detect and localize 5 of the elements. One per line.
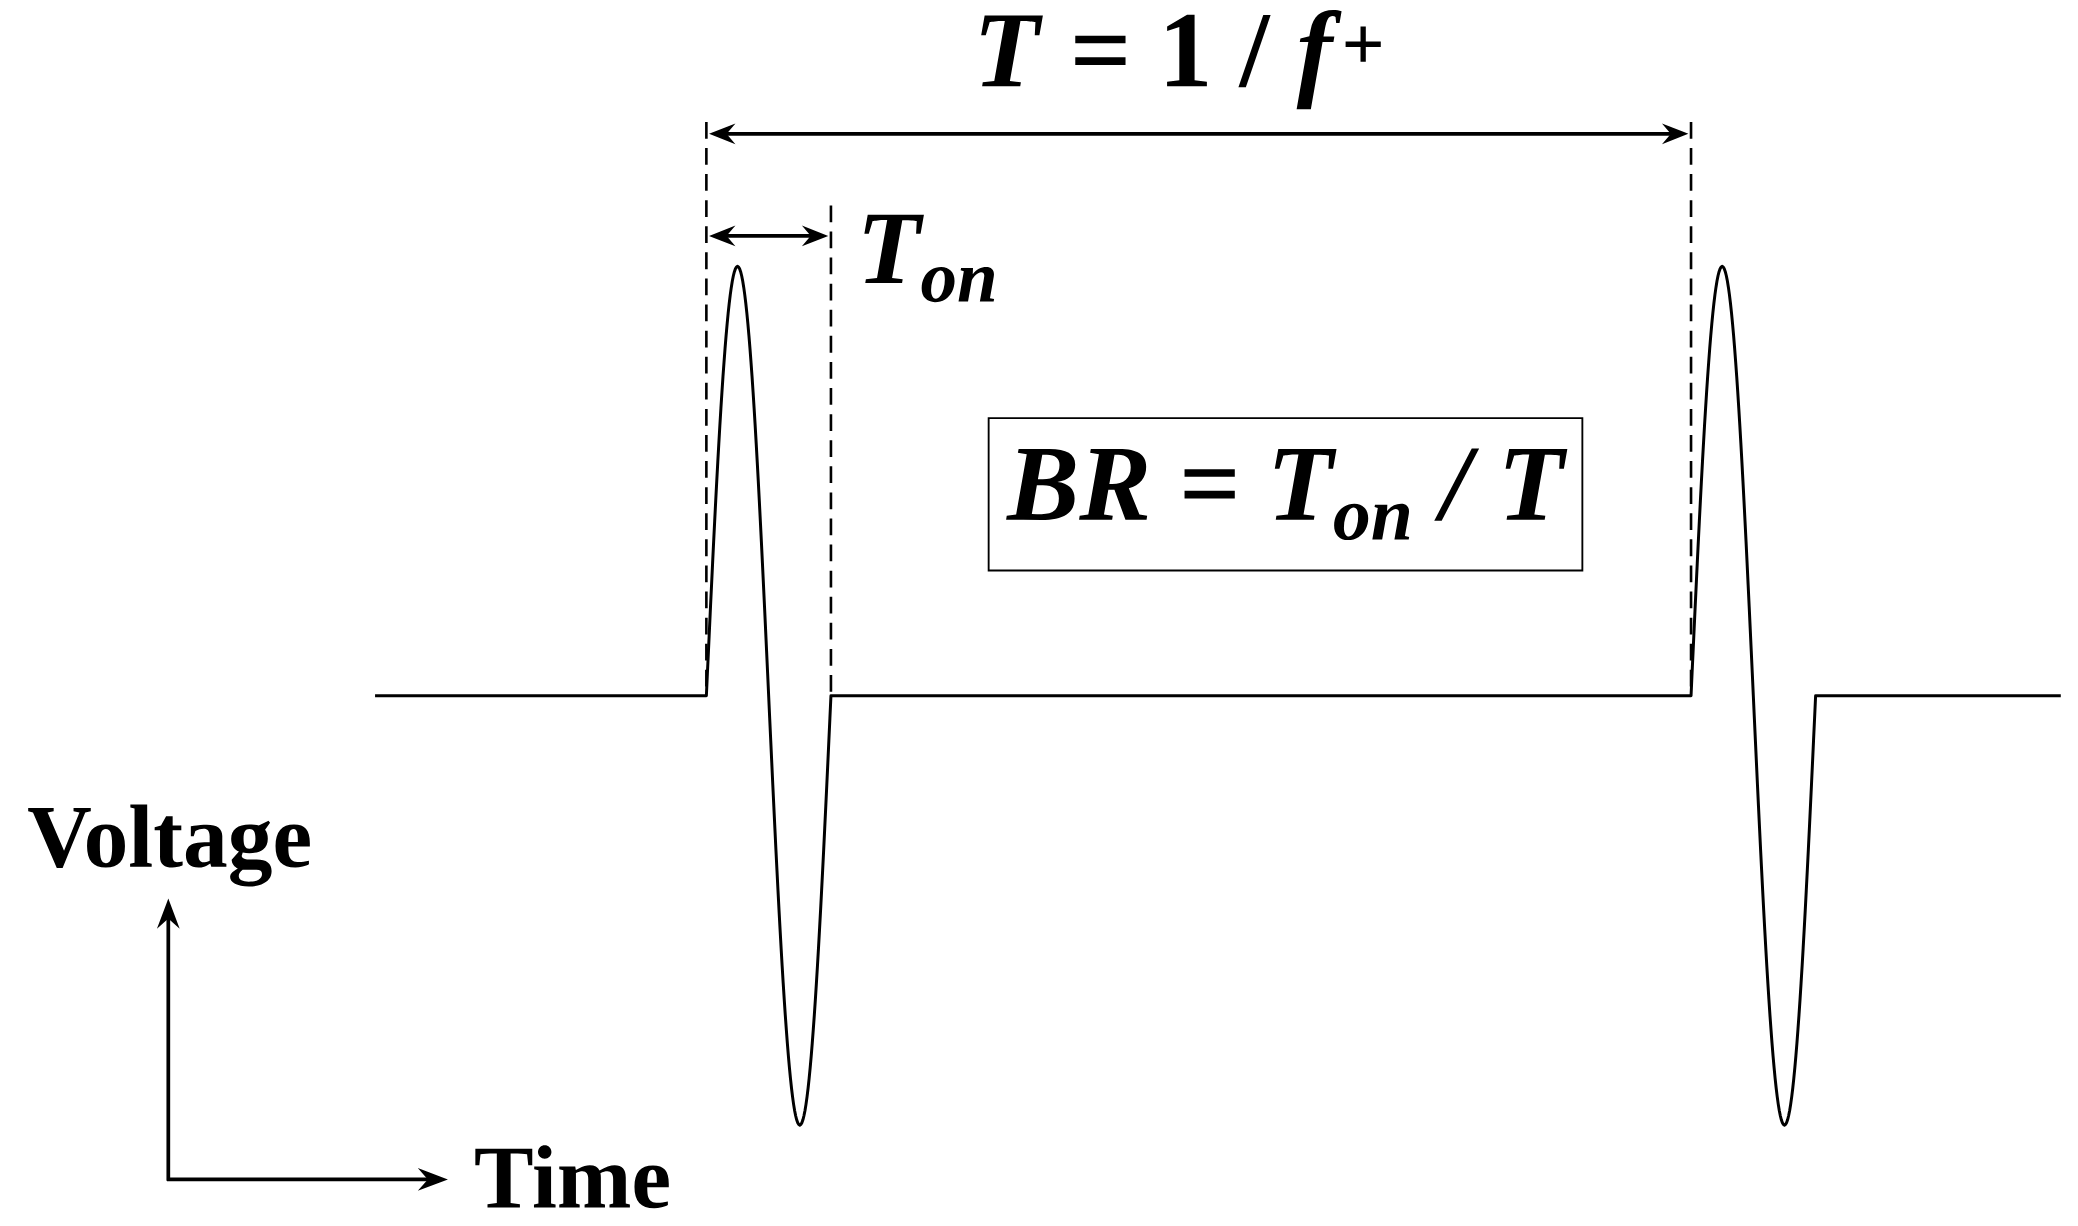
axis-label: Time bbox=[475, 1145, 669, 1209]
axis-label: Voltage bbox=[28, 804, 310, 887]
dimension-label: T = 1 / f$^{+}$ bbox=[981, 10, 1381, 110]
dimension-label: T$_{on}$ bbox=[864, 214, 995, 303]
formula-box: BR = T$_{on}$ / T bbox=[987, 417, 1584, 572]
